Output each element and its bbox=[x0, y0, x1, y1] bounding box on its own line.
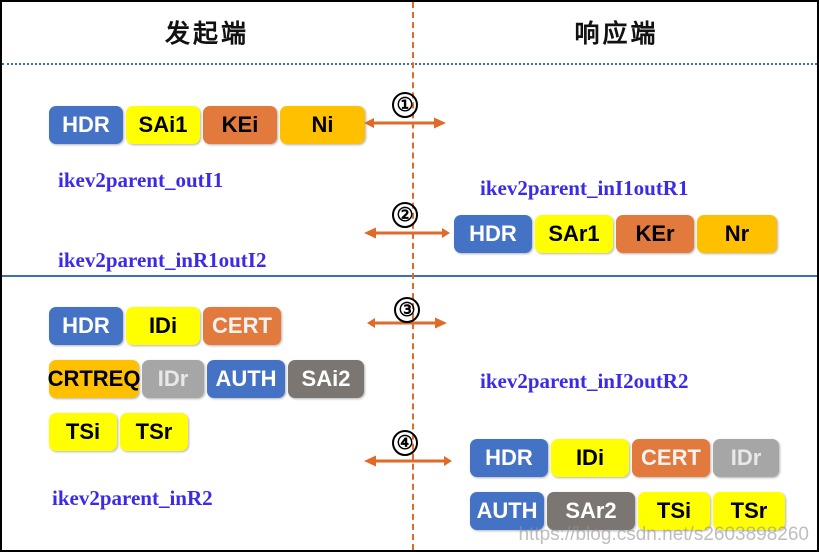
function-label-in-r2: ikev2parent_inR2 bbox=[52, 486, 213, 510]
function-label-in-i1-out-r1: ikev2parent_inI1outR1 bbox=[480, 176, 689, 200]
payload-box-sar2: SAr2 bbox=[547, 492, 635, 530]
function-label-in-i2-out-r2: ikev2parent_inI2outR2 bbox=[480, 369, 689, 393]
arrow-step-3 bbox=[367, 312, 447, 338]
payload-box-auth: AUTH bbox=[470, 492, 544, 530]
phase-divider-solid bbox=[2, 275, 817, 277]
payload-box-hdr: HDR bbox=[49, 106, 123, 144]
arrow-step-2 bbox=[364, 222, 450, 248]
payload-box-hdr: HDR bbox=[470, 439, 548, 477]
step-number-2: ② bbox=[392, 202, 418, 228]
payload-box-ni: Ni bbox=[280, 106, 365, 144]
payload-box-idr: IDr bbox=[713, 439, 779, 477]
payload-box-idi: IDi bbox=[126, 307, 200, 345]
payload-box-tsr: TSr bbox=[713, 492, 785, 530]
arrow-step-1 bbox=[364, 112, 446, 138]
step-number-1: ① bbox=[392, 92, 418, 118]
payload-box-crtreq: CRTREQ bbox=[48, 360, 140, 398]
payload-box-sai2: SAi2 bbox=[288, 360, 364, 398]
payload-box-cert: CERT bbox=[203, 307, 281, 345]
center-axis-dashed bbox=[412, 2, 414, 550]
payload-box-hdr: HDR bbox=[49, 307, 123, 345]
column-header-responder: 响应端 bbox=[574, 21, 659, 48]
payload-box-sar1: SAr1 bbox=[535, 215, 613, 253]
payload-box-cert: CERT bbox=[632, 439, 710, 477]
step-number-3: ③ bbox=[394, 297, 420, 323]
payload-box-nr: Nr bbox=[697, 215, 777, 253]
payload-box-tsi: TSi bbox=[638, 492, 710, 530]
step-number-4: ④ bbox=[392, 430, 418, 456]
function-label-in-r1-out-i2: ikev2parent_inR1outI2 bbox=[58, 248, 267, 272]
column-header-initiator: 发起端 bbox=[164, 21, 249, 48]
payload-box-sai1: SAi1 bbox=[126, 106, 200, 144]
arrow-step-4 bbox=[364, 450, 452, 476]
payload-box-auth: AUTH bbox=[207, 360, 285, 398]
header-divider-dotted bbox=[2, 63, 817, 65]
payload-box-kei: KEi bbox=[203, 106, 277, 144]
payload-box-ker: KEr bbox=[616, 215, 694, 253]
payload-box-hdr: HDR bbox=[454, 215, 532, 253]
payload-box-tsr: TSr bbox=[120, 413, 188, 451]
payload-box-idr: IDr bbox=[142, 360, 204, 398]
payload-box-idi: IDi bbox=[551, 439, 629, 477]
function-label-out-i1: ikev2parent_outI1 bbox=[58, 168, 224, 192]
payload-box-tsi: TSi bbox=[49, 413, 117, 451]
